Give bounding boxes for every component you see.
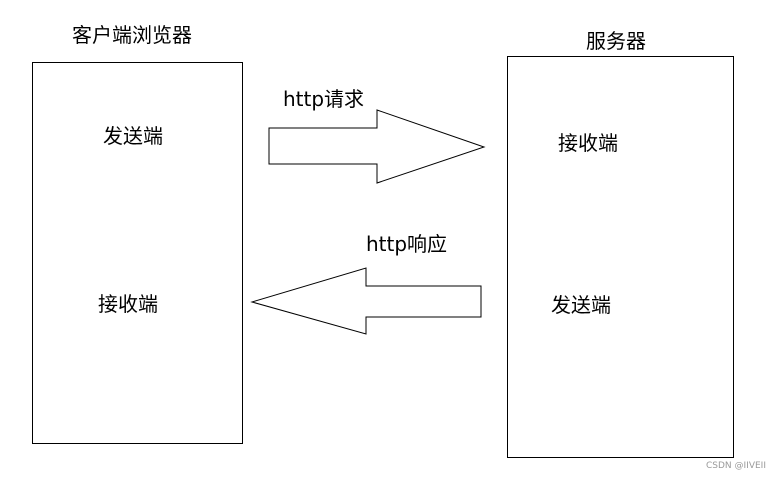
request-label: http请求 [283,87,365,111]
server-box [507,56,734,458]
request-arrow [268,109,486,184]
watermark: CSDN @IIVEII [706,461,766,471]
client-receiver-label: 接收端 [98,292,158,316]
server-sender-label: 发送端 [551,293,611,317]
response-label: http响应 [366,232,448,256]
client-sender-label: 发送端 [103,124,163,148]
server-title: 服务器 [586,29,646,53]
client-box [32,62,243,444]
server-receiver-label: 接收端 [558,131,618,155]
client-title: 客户端浏览器 [72,23,192,47]
response-arrow [250,267,482,335]
